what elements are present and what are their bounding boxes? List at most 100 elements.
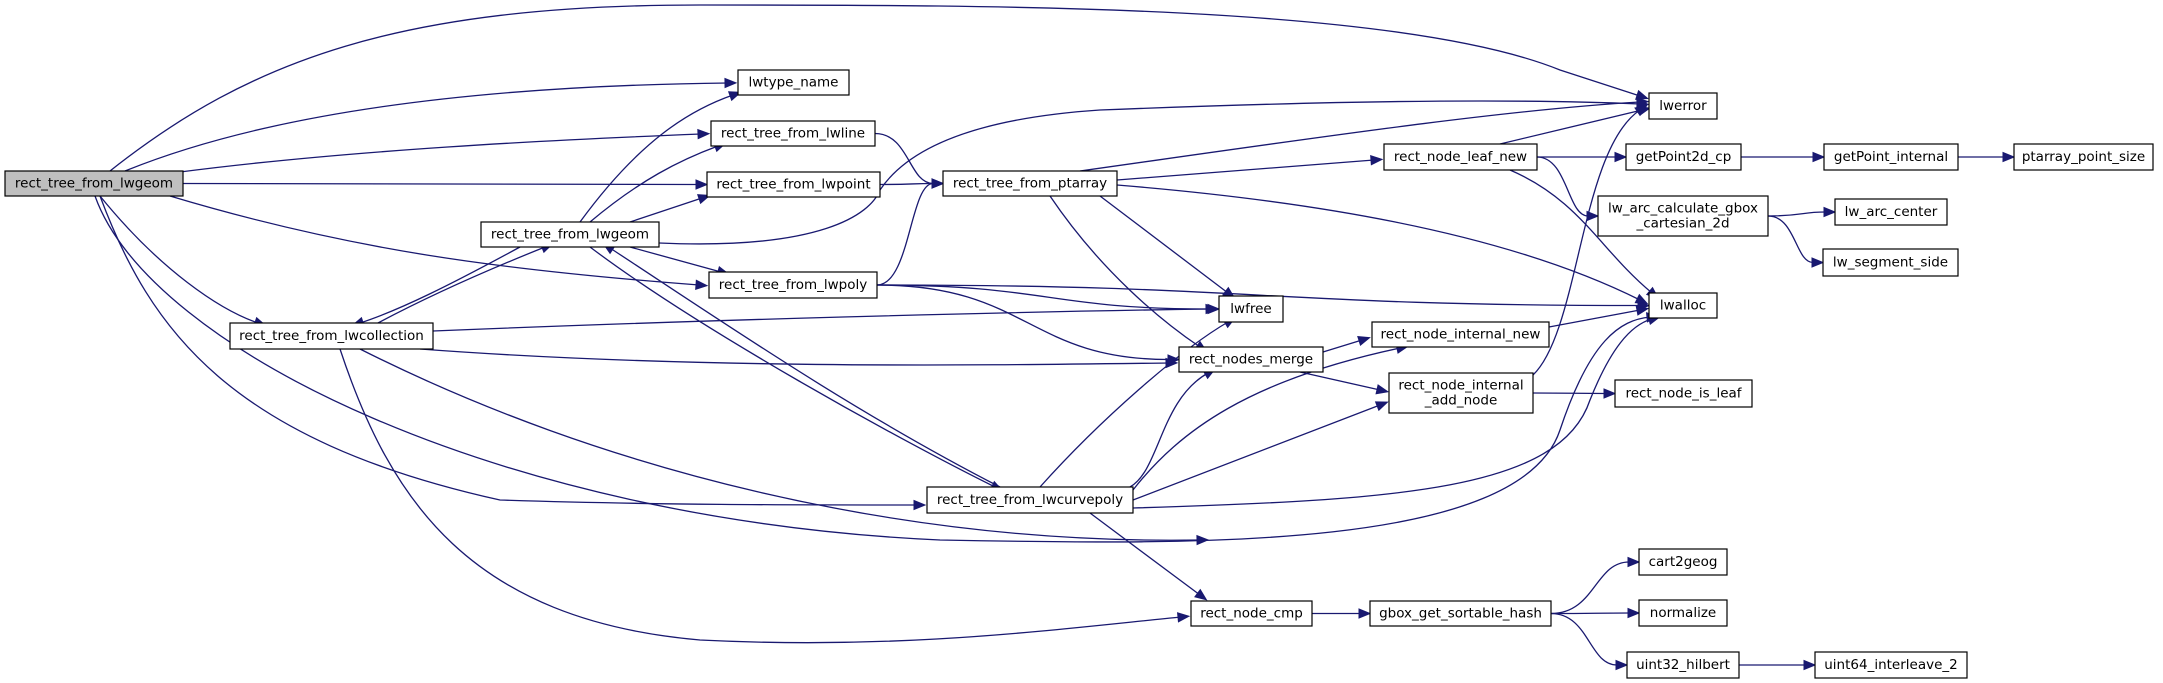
node-label: cart2geog [1649,554,1718,570]
node-label: rect_node_cmp [1200,606,1303,622]
edge-leaf-new-to-getPoint2d-cp [1537,151,1628,163]
arrowhead-icon [695,179,709,190]
node-lwcurvepoly[interactable]: rect_tree_from_lwcurvepoly [926,486,1134,514]
edge-merge-to-add-node [1299,371,1390,395]
node-label: lwalloc [1660,298,1706,314]
node-box [1834,198,1948,226]
arrowhead-icon [1357,336,1371,347]
edge-root-to-lwpoint [182,179,709,190]
edge-root-to-lwalloc [94,195,1660,543]
arrowhead-icon [1370,155,1384,166]
arrowhead-icon [2002,151,2016,163]
node-leaf-new[interactable]: rect_node_leaf_new [1383,143,1538,171]
node-box [2013,143,2154,171]
node-box [229,322,434,350]
edge-lwgeom-to-lwcollection [351,246,521,327]
arrowhead-icon [1615,659,1629,671]
node-label: rect_tree_from_lwpoint [716,177,870,193]
edge-hash-to-hilbert [1550,612,1629,671]
edge-line [1299,371,1381,391]
edge-merge-to-internal-new [1322,336,1371,353]
edge-line [1116,184,1641,301]
edge-line [1536,156,1589,217]
node-lwtype-name[interactable]: lwtype_name [737,69,850,96]
node-lwalloc[interactable]: lwalloc [1648,292,1718,319]
edge-root-to-lwtype-name [124,77,738,172]
node-label: rect_tree_from_lwpoly [719,277,867,293]
node-box [706,171,881,198]
node-node-cmp[interactable]: rect_node_cmp [1190,600,1313,627]
edge-line [589,246,996,488]
node-lwerror[interactable]: lwerror [1648,92,1718,120]
node-label: rect_tree_from_ptarray [953,176,1107,192]
node-box [1178,346,1324,373]
edge-line [1499,109,1643,145]
node-label: uint64_interleave_2 [1824,657,1958,673]
node-arc-center[interactable]: lw_arc_center [1834,198,1948,226]
arrowhead-icon [1627,556,1641,568]
node-lwcollection[interactable]: rect_tree_from_lwcollection [229,322,434,350]
node-label: getPoint2d_cp [1636,149,1732,165]
node-lwpoly[interactable]: rect_tree_from_lwpoly [708,271,878,299]
edge-line [109,4,1641,172]
edge-line [1767,211,1826,217]
edge-line [99,195,259,324]
edge-line [609,247,1001,488]
edge-lwpoly-to-lwfree [876,284,1221,315]
edge-lwcollection-to-lwalloc [359,348,1210,546]
arrowhead-icon [1176,612,1191,623]
edge-line [377,246,546,324]
node-lwfree[interactable]: lwfree [1218,295,1284,323]
edge-line [179,133,702,173]
node-root[interactable]: rect_tree_from_lwgeom [4,170,184,197]
node-box [1822,248,1959,277]
node-label: rect_nodes_merge [1189,352,1313,368]
node-lwline[interactable]: rect_tree_from_lwline [710,120,876,147]
node-lwgeom[interactable]: rect_tree_from_lwgeom [480,221,660,248]
node-cart2geog[interactable]: cart2geog [1638,548,1728,576]
node-box [1614,379,1753,408]
edge-ptarray-to-merge [1049,195,1208,353]
node-box [942,170,1118,197]
node-normalize[interactable]: normalize [1638,599,1728,627]
arrowhead-icon [1635,305,1650,316]
edge-line [1550,612,1618,666]
edge-lwcollection-to-node-cmp [339,348,1191,644]
node-arc-gbox[interactable]: lw_arc_calculate_gbox_cartesian_2d [1597,195,1769,237]
node-box [1190,600,1313,627]
arrowhead-icon [695,279,709,290]
edge-root-to-lwcurvepoly [99,195,927,511]
edge-arc-gbox-to-segment-side [1767,215,1825,268]
node-box [1388,372,1534,414]
node-add-node[interactable]: rect_node_internal_add_node [1388,372,1534,414]
arrowhead-icon [1207,303,1221,315]
arrowhead-icon [1634,104,1648,117]
edge-line [1132,347,1401,491]
node-is-leaf[interactable]: rect_node_is_leaf [1614,379,1753,408]
node-interleave[interactable]: uint64_interleave_2 [1814,651,1968,679]
node-point-size[interactable]: ptarray_point_size [2013,143,2154,171]
arrowhead-icon [1603,388,1617,399]
arrowhead-icon [724,77,738,89]
node-hilbert[interactable]: uint32_hilbert [1626,651,1740,679]
node-internal-new[interactable]: rect_node_internal_new [1371,321,1550,348]
edge-lwgeom-to-lwpoint [629,194,711,223]
node-ptarray[interactable]: rect_tree_from_ptarray [942,170,1118,197]
node-merge[interactable]: rect_nodes_merge [1178,346,1324,373]
edge-lwpoly-to-merge [876,284,1181,365]
nodes-layer: rect_tree_from_lwgeom lwtype_name rect_tre… [4,69,2154,679]
edge-line [579,94,734,223]
node-hash[interactable]: gbox_get_sortable_hash [1369,600,1552,627]
arrowhead-icon [1194,588,1208,601]
node-label: rect_node_internal_new [1381,327,1541,343]
edge-ptarray-to-lwerror [1079,96,1650,172]
node-segment-side[interactable]: lw_segment_side [1822,248,1959,277]
edge-line [629,197,703,223]
node-box [1648,92,1718,120]
node-getPoint-internal[interactable]: getPoint_internal [1823,143,1959,171]
node-label: rect_node_is_leaf [1625,386,1742,402]
edge-hash-to-cart2geog [1550,556,1641,615]
node-lwpoint[interactable]: rect_tree_from_lwpoint [706,171,881,198]
node-getPoint2d-cp[interactable]: getPoint2d_cp [1625,143,1742,171]
edge-ptarray-to-lwalloc [1116,184,1649,305]
